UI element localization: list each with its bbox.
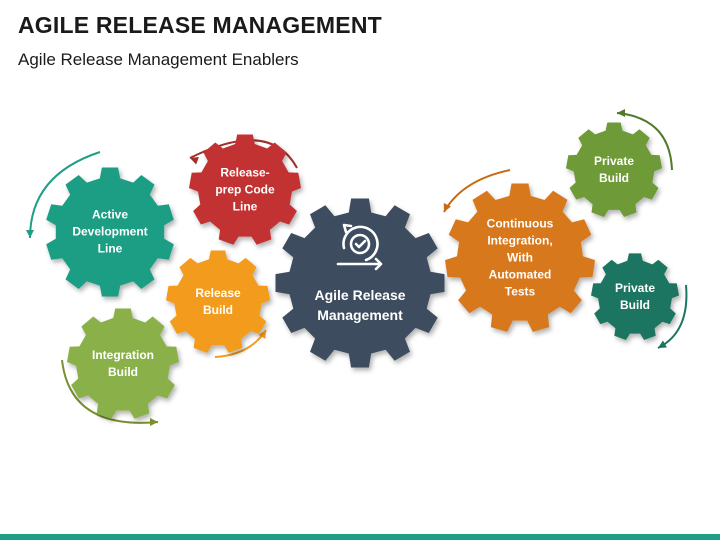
gear-label-continuous-integration: Continuous Integration, With Automated T…	[486, 216, 554, 299]
gear-release-prep-code-line	[189, 134, 301, 245]
arrow-private-build-top	[616, 109, 673, 171]
gear-agile-release-management	[275, 198, 445, 368]
gear-label-release-build: Release Build	[195, 286, 241, 317]
gear-label-active-development-line: Active Development Line	[72, 207, 148, 256]
gear-integration-build	[67, 308, 179, 419]
arrow-active-development	[26, 151, 101, 239]
gear-label-release-prep-code-line: Release- prep Code Line	[215, 165, 275, 214]
arrow-release-build	[214, 329, 267, 358]
arrow-continuous-integration	[443, 169, 511, 213]
release-cycle-icon	[336, 223, 383, 271]
gear-release-build	[166, 250, 270, 353]
bottom-accent-bar	[0, 534, 720, 540]
gear-private-build-top	[566, 122, 662, 217]
gear-label-agile-release-management: Agile Release Management	[314, 287, 406, 323]
arrow-private-build-bottom	[657, 284, 688, 349]
gear-label-integration-build: Integration Build	[92, 348, 154, 379]
page-title: AGILE RELEASE MANAGEMENT	[18, 12, 382, 38]
gear-label-private-build-top: Private Build	[593, 154, 635, 185]
gear-label-private-build-bottom: Private Build	[614, 281, 656, 312]
gear-continuous-integration	[445, 183, 595, 332]
arrow-integration-build	[61, 359, 159, 426]
gear-active-development-line	[46, 167, 174, 297]
page-subtitle: Agile Release Management Enablers	[18, 50, 299, 69]
gear-private-build-bottom	[591, 253, 679, 340]
